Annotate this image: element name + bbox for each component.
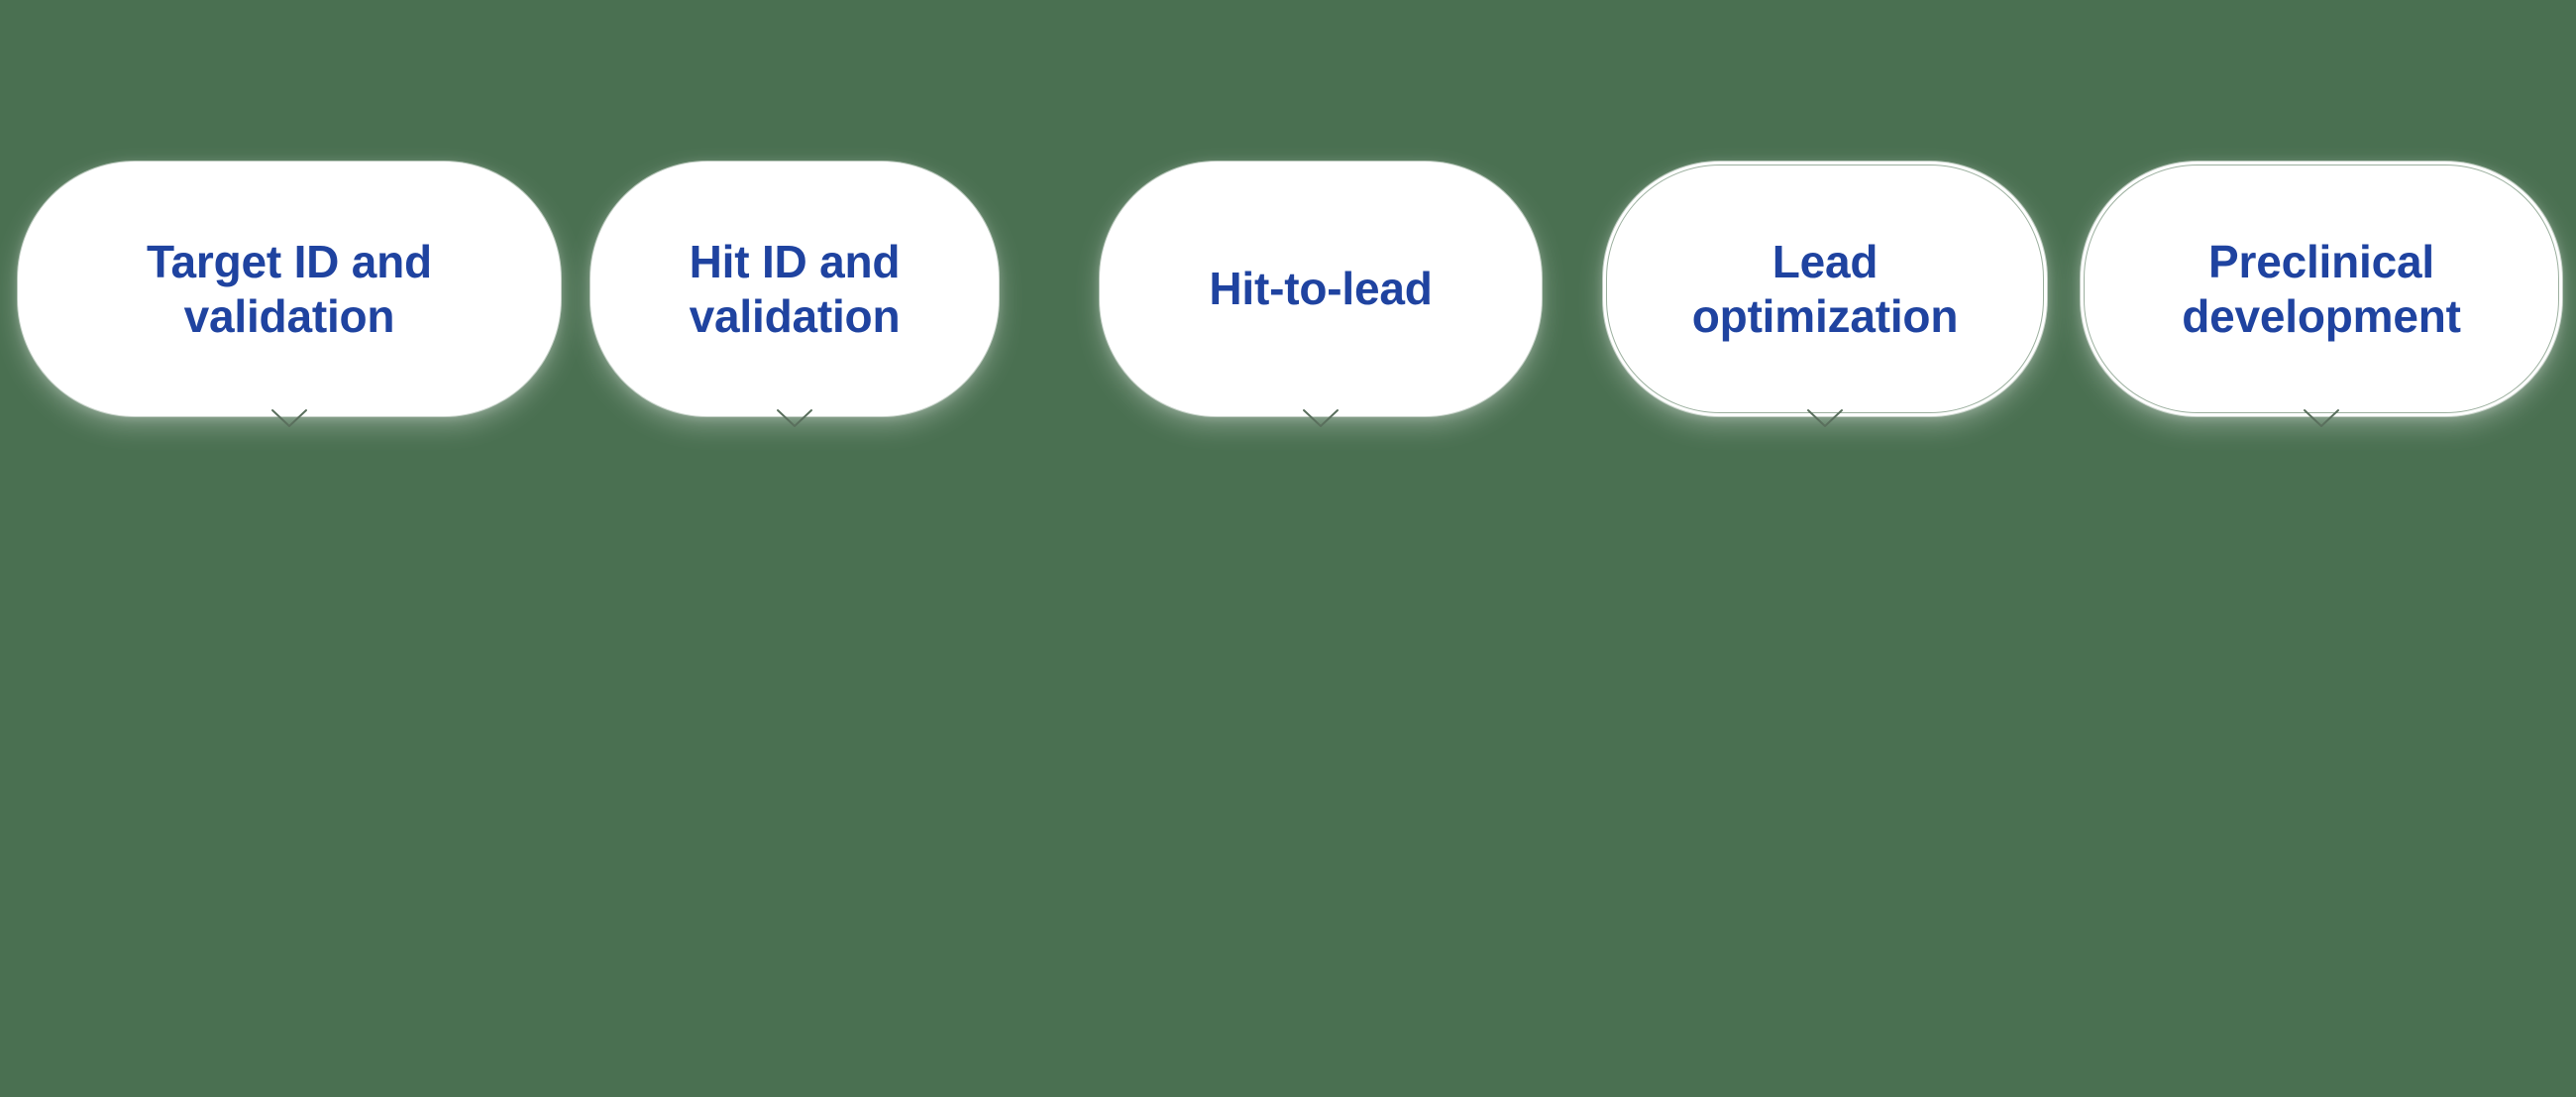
stage-label: Lead optimization <box>1691 236 1959 342</box>
stage-label: Target ID and validation <box>147 236 432 342</box>
stage-label: Preclinical development <box>2182 236 2461 342</box>
stage-card-hit-id-and-validation[interactable]: Hit ID and validation <box>590 162 999 427</box>
stage-label: Hit ID and validation <box>689 236 901 342</box>
stage-card-hit-to-lead[interactable]: Hit-to-lead <box>1100 162 1542 427</box>
stage-label: Hit-to-lead <box>1209 263 1433 315</box>
stage-card-lead-optimization[interactable]: Lead optimization <box>1603 162 2047 427</box>
pipeline-step-row: Target ID and validation Hit ID and vali… <box>0 162 2576 427</box>
stage-card-target-id-and-validation[interactable]: Target ID and validation <box>18 162 561 427</box>
stage-card-preclinical-development[interactable]: Preclinical development <box>2081 162 2562 427</box>
empty-canvas-area <box>0 421 2576 1097</box>
